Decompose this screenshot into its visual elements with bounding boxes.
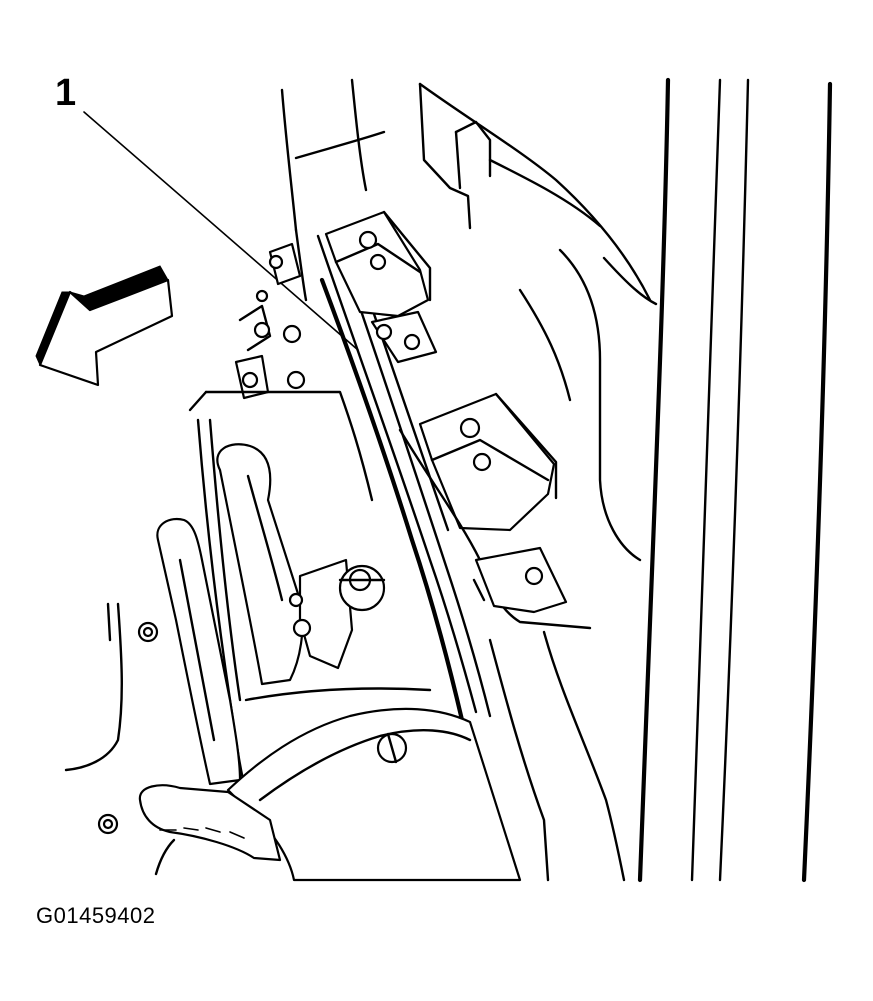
center-latch-bracket [288,558,386,670]
left-fasteners [234,242,306,400]
lower-bolster [138,687,522,882]
door-pillar-edges [637,77,833,883]
upper-mounting-bracket [324,210,438,364]
direction-arrow [35,265,174,387]
callout-leader-line [83,111,359,351]
middle-mounting-bracket [398,392,592,630]
dash-lower-panel [488,248,642,882]
figure-code: G01459402 [36,903,156,928]
loose-fasteners [64,602,159,835]
dash-upper-trim [280,78,658,306]
callout-number: 1 [55,72,77,114]
lower-trim-panel [156,390,374,794]
